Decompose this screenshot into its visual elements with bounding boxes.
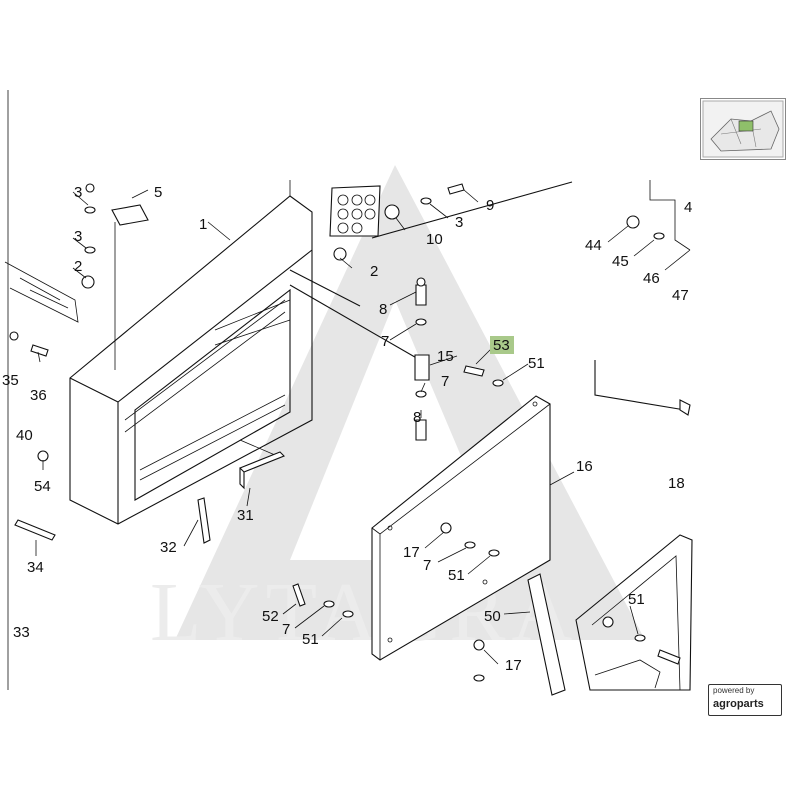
callout-label-c40[interactable]: 40 <box>16 427 33 444</box>
thumbnail-drawing <box>702 100 784 158</box>
callout-label-c51c[interactable]: 51 <box>302 631 319 648</box>
callout-label-c3a[interactable]: 3 <box>74 184 82 201</box>
fasteners <box>9 183 691 682</box>
side-panel-part-16 <box>371 395 551 661</box>
callout-label-c3b[interactable]: 3 <box>74 228 82 245</box>
callout-label-c52[interactable]: 52 <box>262 608 279 625</box>
callout-label-c33[interactable]: 33 <box>13 624 30 641</box>
callout-label-c5[interactable]: 5 <box>154 184 162 201</box>
powered-by-badge[interactable]: powered by agroparts <box>708 684 782 716</box>
callout-label-c54[interactable]: 54 <box>34 478 51 495</box>
callout-label-c47[interactable]: 47 <box>672 287 689 304</box>
callout-label-c45[interactable]: 45 <box>612 253 629 270</box>
callout-label-c2a[interactable]: 2 <box>74 258 82 275</box>
callout-label-c7d[interactable]: 7 <box>282 621 290 638</box>
callout-label-c31[interactable]: 31 <box>237 507 254 524</box>
callout-label-c17b[interactable]: 17 <box>505 657 522 674</box>
callout-label-c3c[interactable]: 3 <box>455 214 463 231</box>
callout-label-c2b[interactable]: 2 <box>370 263 378 280</box>
callout-label-c18[interactable]: 18 <box>668 475 685 492</box>
callout-label-c7b[interactable]: 7 <box>441 373 449 390</box>
callout-label-c10[interactable]: 10 <box>426 231 443 248</box>
callout-label-c51d[interactable]: 51 <box>628 591 645 608</box>
callout-label-c50[interactable]: 50 <box>484 608 501 625</box>
main-box-housing <box>69 180 313 525</box>
callout-label-c32[interactable]: 32 <box>160 539 177 556</box>
callout-label-c9[interactable]: 9 <box>486 197 494 214</box>
callout-label-c35[interactable]: 35 <box>2 372 19 389</box>
badge-caption: powered by <box>713 686 755 695</box>
callout-label-c46[interactable]: 46 <box>643 270 660 287</box>
callout-label-c4[interactable]: 4 <box>684 199 692 216</box>
callout-label-c15[interactable]: 15 <box>437 348 454 365</box>
callout-label-c51a[interactable]: 51 <box>528 355 545 372</box>
callout-label-c1[interactable]: 1 <box>199 216 207 233</box>
strip-part-32 <box>197 497 211 544</box>
frame-part-50 <box>527 573 566 696</box>
callout-label-c17a[interactable]: 17 <box>403 544 420 561</box>
overview-thumbnail-icon[interactable] <box>700 98 786 160</box>
callout-label-c51b[interactable]: 51 <box>448 567 465 584</box>
callout-label-c8a[interactable]: 8 <box>379 301 387 318</box>
callout-label-c7a[interactable]: 7 <box>381 333 389 350</box>
left-rail-part <box>4 261 79 323</box>
callout-label-c44[interactable]: 44 <box>585 237 602 254</box>
bar-part-31 <box>239 451 285 490</box>
callout-label-c36[interactable]: 36 <box>30 387 47 404</box>
badge-brand: agroparts <box>713 698 764 710</box>
callout-53-highlight <box>490 336 514 354</box>
callout-label-c16[interactable]: 16 <box>576 458 593 475</box>
leader-lines <box>35 189 691 665</box>
callout-label-c8b[interactable]: 8 <box>413 409 421 426</box>
callout-label-c34[interactable]: 34 <box>27 559 44 576</box>
callout-label-c53[interactable]: 53 <box>493 337 510 354</box>
callout-label-c7c[interactable]: 7 <box>423 557 431 574</box>
